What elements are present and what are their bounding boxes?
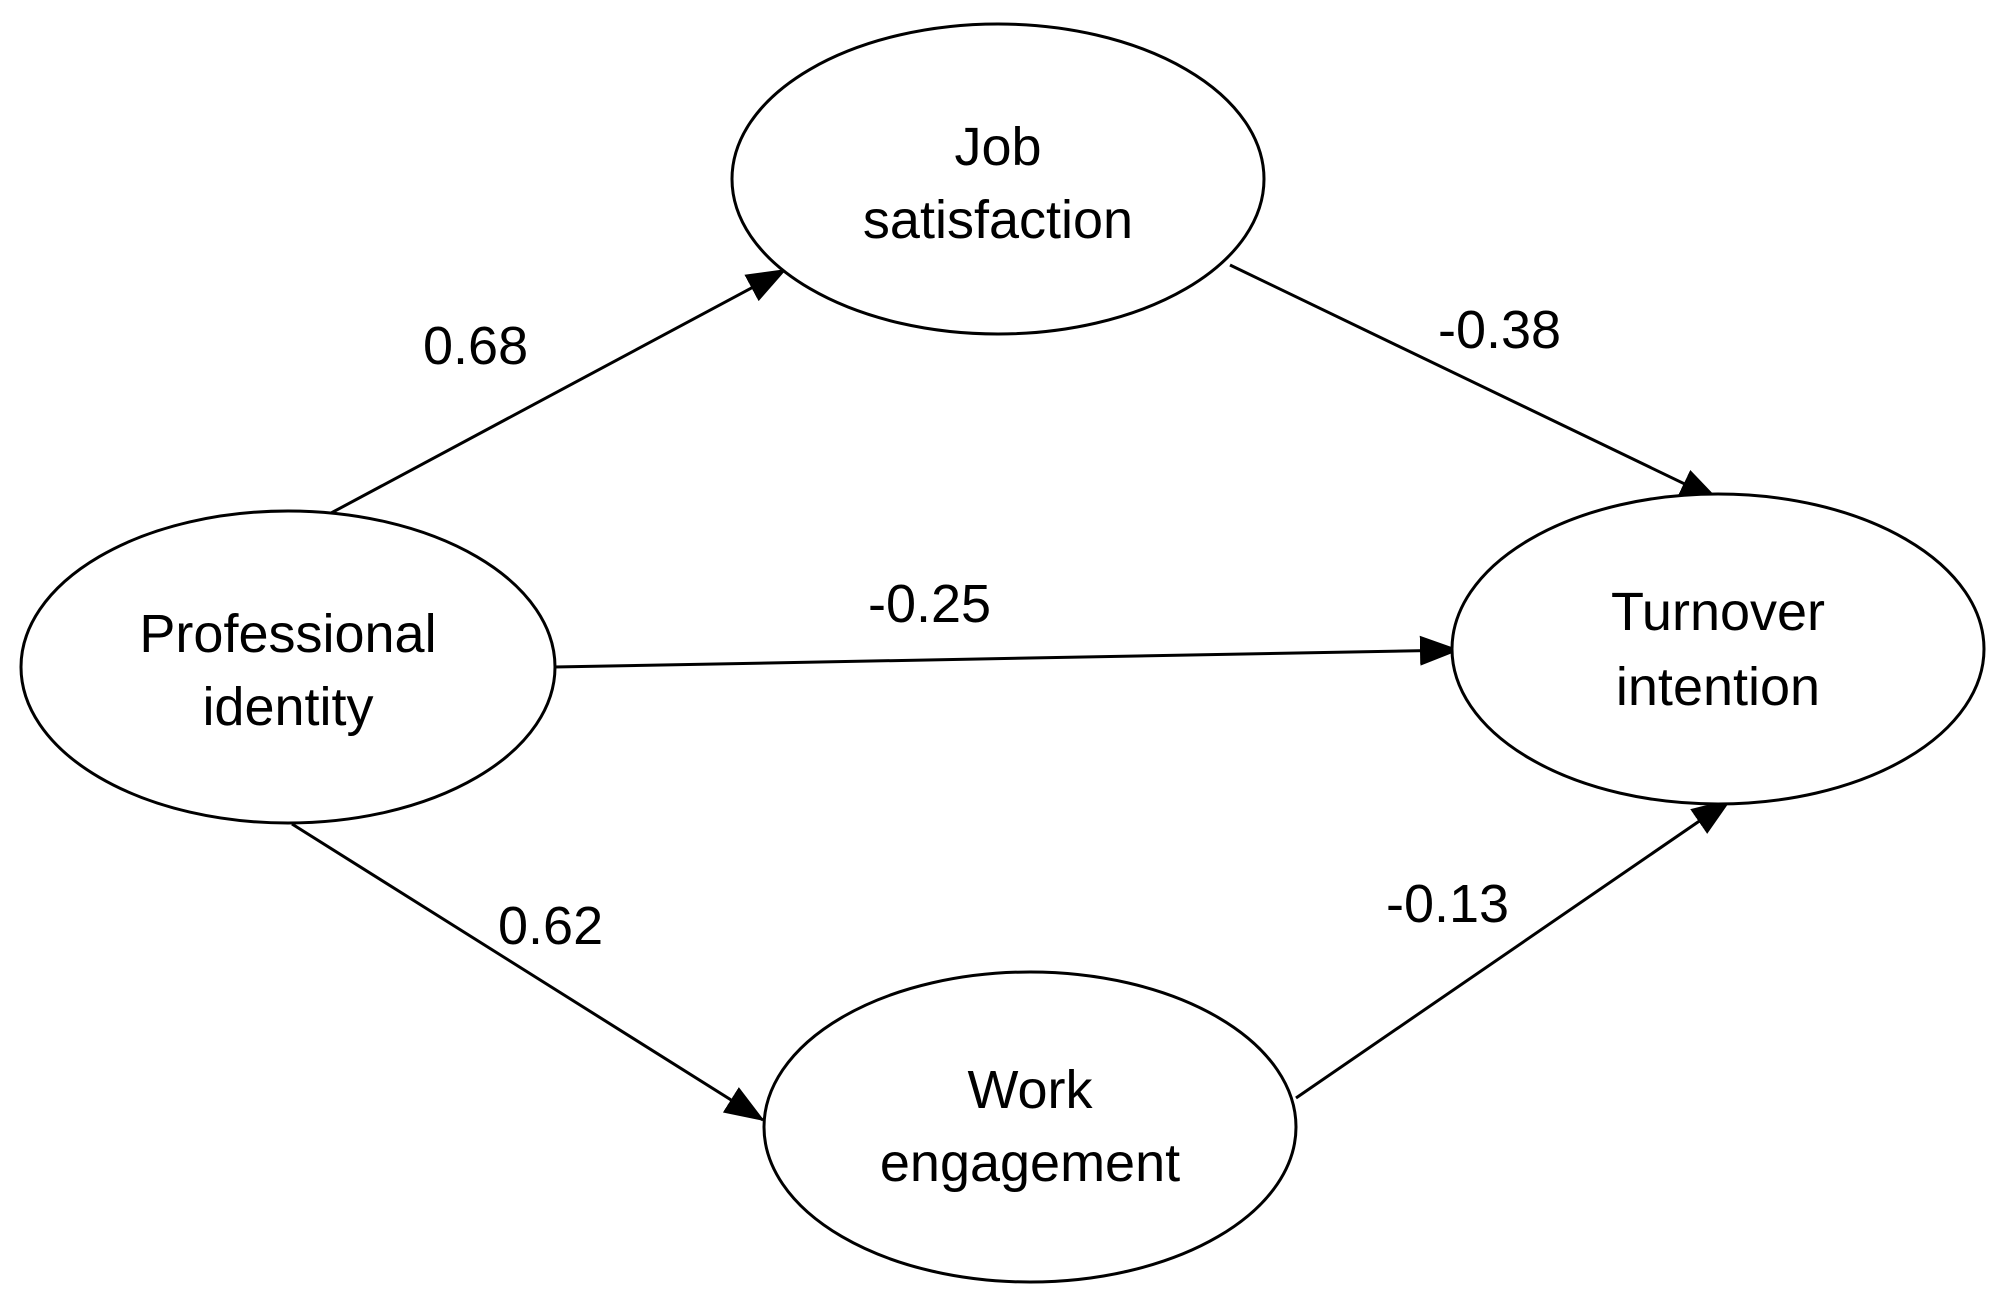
edge-work-engagement-to-turnover-intention xyxy=(1295,798,1732,1100)
node-label-work-engagement-line1: Work xyxy=(967,1060,1093,1120)
node-label-job-satisfaction-line2: satisfaction xyxy=(863,190,1133,250)
node-label-professional-identity-line2: identity xyxy=(202,677,373,737)
node-work-engagement: Work engagement xyxy=(762,970,1298,1284)
node-label-job-satisfaction-line1: Job xyxy=(954,117,1041,177)
edge-professional-identity-to-job-satisfaction xyxy=(317,268,787,522)
edge-label-pi-ti: -0.25 xyxy=(868,574,991,634)
edge-label-pi-js: 0.68 xyxy=(423,316,528,376)
edge-label-js-ti: -0.38 xyxy=(1438,300,1561,360)
node-professional-identity: Professional identity xyxy=(19,509,557,825)
edge-professional-identity-to-work-engagement xyxy=(291,822,765,1122)
node-turnover-intention: Turnover intention xyxy=(1450,492,1986,806)
node-label-turnover-intention-line1: Turnover xyxy=(1611,582,1825,642)
node-label-professional-identity-line1: Professional xyxy=(139,604,436,664)
node-label-work-engagement-line2: engagement xyxy=(880,1133,1180,1193)
node-job-satisfaction: Job satisfaction xyxy=(730,22,1266,336)
edge-professional-identity-to-turnover-intention xyxy=(553,635,1460,669)
edge-label-we-ti: -0.13 xyxy=(1386,874,1509,934)
node-label-turnover-intention-line2: intention xyxy=(1616,657,1820,717)
edge-label-pi-we: 0.62 xyxy=(498,896,603,956)
edge-job-satisfaction-to-turnover-intention xyxy=(1229,263,1720,502)
